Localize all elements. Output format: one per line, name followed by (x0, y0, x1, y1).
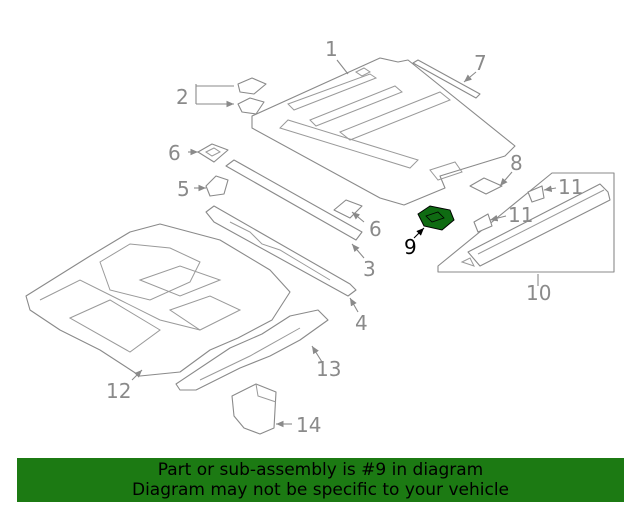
callout-14: 14 (296, 413, 321, 437)
part-3-crossmember (225, 159, 363, 241)
part-5-bracket (205, 175, 229, 197)
callout-6-left: 6 (168, 141, 181, 165)
part-11-clip-a (527, 185, 545, 203)
callout-3: 3 (363, 257, 376, 281)
part-2-clips (237, 77, 267, 115)
part-6-bracket-left (197, 143, 229, 163)
callout-11-upper: 11 (558, 175, 583, 199)
callout-2: 2 (176, 85, 189, 109)
part-11-clip-b (473, 213, 493, 233)
callout-9: 9 (404, 235, 417, 259)
callout-10: 10 (526, 281, 551, 305)
part-4-rear-crossmember (205, 205, 357, 297)
parts-diagram: 1 2 3 4 5 6 6 7 8 9 10 11 11 12 13 14 (25, 37, 615, 437)
callout-12: 12 (106, 379, 131, 403)
part-12-floor-pan (25, 223, 291, 377)
callout-8: 8 (510, 151, 523, 175)
callout-1: 1 (325, 37, 338, 61)
part-7-trim-strip (412, 59, 481, 99)
part-6-bracket-right (333, 199, 363, 219)
part-1-load-floor-panel (251, 57, 516, 206)
banner-line-1: Part or sub-assembly is #9 in diagram (157, 460, 484, 480)
part-14-bracket (231, 383, 277, 435)
part-10-sill-plate-box (437, 172, 615, 273)
part-9-highlighted (417, 205, 455, 231)
callout-13: 13 (316, 357, 341, 381)
callout-7: 7 (474, 51, 487, 75)
callout-4: 4 (355, 311, 368, 335)
part-13-rear-floor-section (175, 309, 329, 391)
callout-5: 5 (177, 177, 190, 201)
callout-11-lower: 11 (508, 203, 533, 227)
banner-line-2: Diagram may not be specific to your vehi… (131, 480, 509, 500)
callout-6-right: 6 (369, 217, 382, 241)
part-8-cover (469, 177, 503, 195)
info-banner: Part or sub-assembly is #9 in diagram Di… (17, 458, 624, 502)
